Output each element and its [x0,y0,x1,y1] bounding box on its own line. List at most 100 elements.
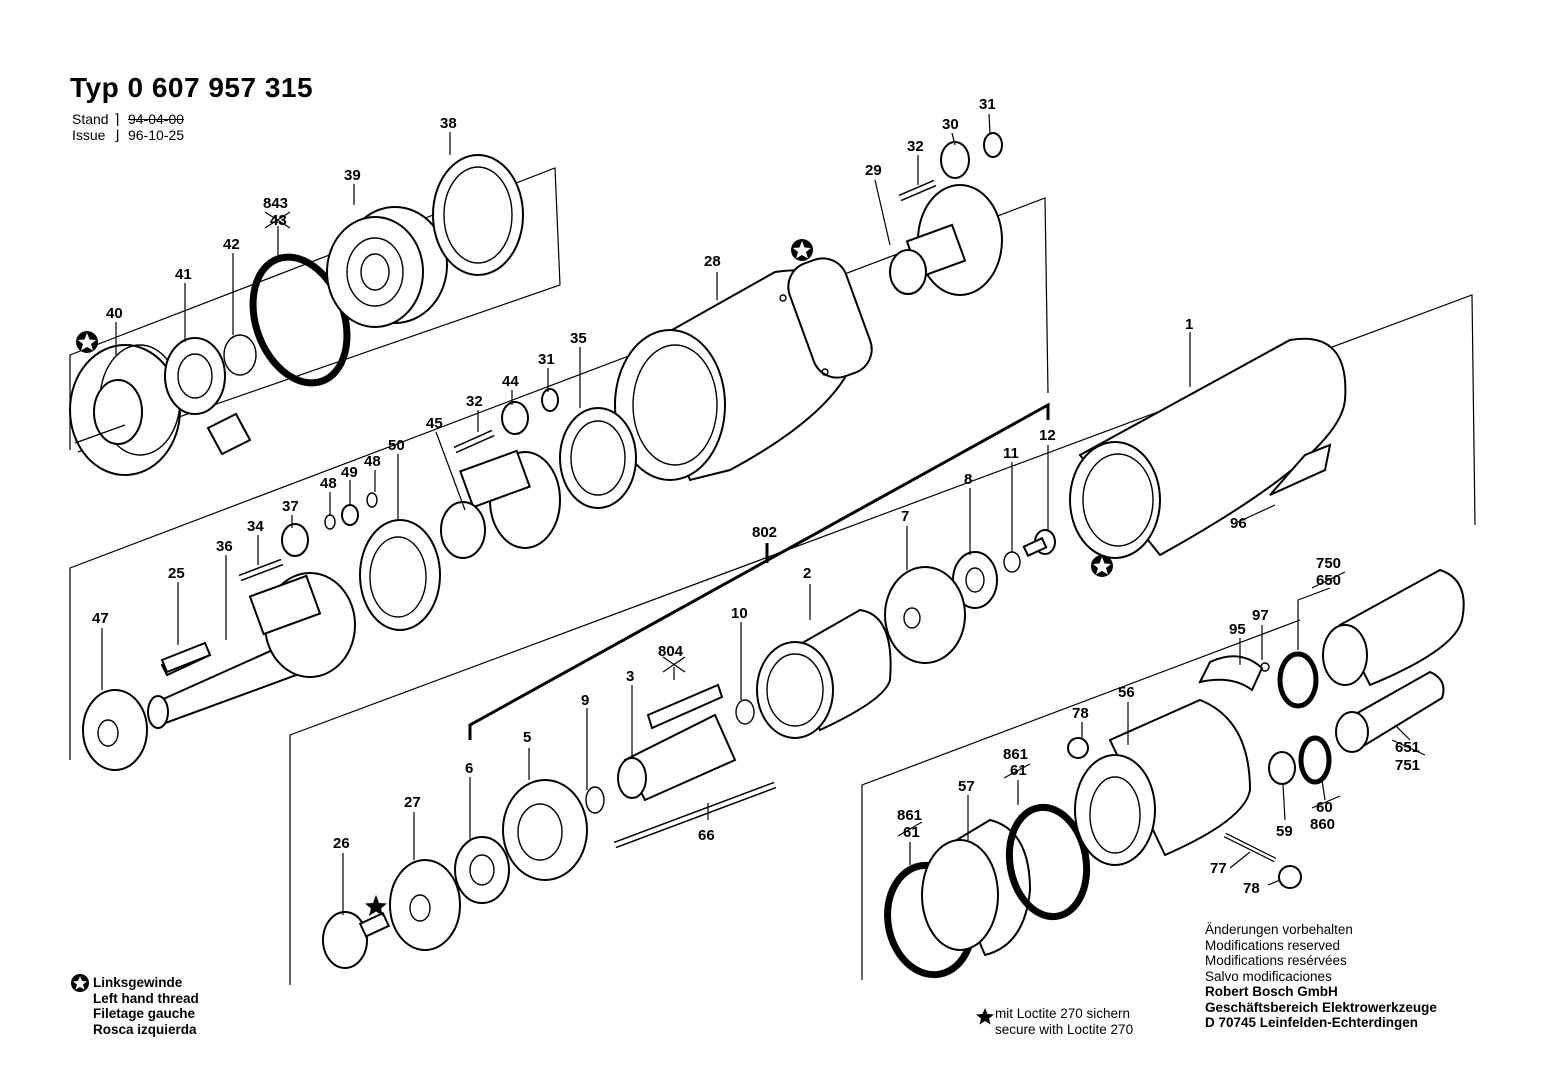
issue-label: Issue [72,127,106,143]
label-40: 40 [106,305,123,322]
company-division: Geschäftsbereich Elektrowerkzeuge [1205,999,1437,1015]
label-41: 41 [175,266,192,283]
label-11: 11 [1003,445,1019,462]
label-50: 50 [388,437,405,454]
left-thread-star-icon [1091,555,1113,577]
stand-label: Stand [72,111,109,127]
label-750: 750 [1316,555,1341,572]
legend-left-line2: Left hand thread [93,990,199,1006]
part-49-sleeve [341,504,359,526]
label-39: 39 [344,167,361,184]
label-6: 6 [465,760,473,777]
part-10-washer [735,699,755,725]
label-38: 38 [440,115,457,132]
bracket-802 [468,402,1050,740]
label-97: 97 [1252,607,1269,624]
label-42: 42 [223,236,240,253]
legend-loctite-line1: mit Loctite 270 sichern [995,1006,1131,1021]
label-66: 66 [698,827,715,844]
label-861a: 861 [897,807,922,824]
label-30: 30 [942,116,959,133]
part-44-gear [501,401,529,435]
notes-line3: Modifications resérvées [1205,953,1347,968]
part-40-nut [69,344,181,476]
part-32-pin [898,179,937,202]
frame-bottom-right [861,619,1301,980]
part-2-stator [756,608,892,739]
part-860-oring [1298,735,1332,785]
part-35-seal [559,407,637,509]
part-41-bearing [164,337,226,415]
part-6-bearing [454,836,510,904]
part-small-plate [206,412,252,456]
label-2: 2 [803,565,811,582]
label-37: 37 [282,498,299,515]
part-66-rod [613,781,777,849]
part-labels: 1 2 3 5 6 7 8 9 10 11 12 25 26 27 28 29 … [92,96,1420,897]
label-12: 12 [1039,427,1056,444]
part-9-washer [585,786,605,814]
part-47-washer [82,689,148,771]
label-29: 29 [865,162,882,179]
label-802: 802 [752,524,777,541]
loctite-star-icon [365,895,387,916]
left-thread-star-icon [76,331,98,353]
stand-date: 94-04-00 [128,111,185,127]
label-26: 26 [333,835,350,852]
label-861b: 861 [1003,746,1028,763]
label-751: 751 [1395,757,1420,774]
company-name: Robert Bosch GmbH [1205,984,1338,999]
part-3-rotor [617,713,737,802]
drawing-title: Typ 0 607 957 315 [70,72,314,103]
part-39-bearing [326,206,448,328]
label-27: 27 [404,794,421,811]
label-1: 1 [1185,316,1193,333]
part-804-blade [646,683,724,730]
part-95-label [1198,655,1264,692]
left-thread-star-icon [791,239,813,261]
label-31a: 31 [979,96,996,113]
label-31b: 31 [538,351,555,368]
frame-middle [69,197,1049,760]
part-31-sleeve-b [541,388,559,412]
label-77: 77 [1210,860,1227,877]
loctite-star-icon [976,1008,994,1025]
part-751-nipple [1335,670,1445,753]
left-thread-star-icon [71,974,89,992]
legend-left-line3: Filetage gauche [93,1006,196,1021]
label-36: 36 [216,538,233,555]
legend-loctite: mit Loctite 270 sichern secure with Loct… [995,1006,1133,1037]
part-750-oring [1277,651,1319,709]
part-11-washer [1003,551,1021,573]
part-59-filter [1268,751,1296,785]
label-25: 25 [168,565,185,582]
part-1-housing [1069,337,1347,559]
part-7-flange [884,566,966,664]
label-56: 56 [1118,684,1135,701]
notes-line2: Modifications reserved [1205,937,1341,953]
frame-bottom [289,294,1476,985]
part-27-washer [389,859,461,951]
label-61a-struck: 61 [903,824,920,841]
part-28-housing [614,257,873,482]
label-28: 28 [704,253,721,270]
legend-left-line4: Rosca izquierda [93,1021,197,1037]
part-97-plug [1260,662,1270,672]
part-38-seal [432,154,524,276]
part-861-oring-b [1005,803,1091,921]
label-60-struck: 60 [1316,799,1333,816]
label-3: 3 [626,668,634,685]
label-35: 35 [570,330,587,347]
part-carrier-2 [248,572,356,678]
strikethroughs [264,211,1426,837]
label-5: 5 [523,729,531,746]
part-48-washer-a [324,514,336,530]
part-50-seal [359,519,441,631]
legend-left-line1: Linksgewinde [93,975,183,990]
legend-loctite-line2: secure with Loctite 270 [995,1021,1134,1037]
label-45: 45 [426,415,443,432]
part-32-pin-b [453,429,495,454]
label-95: 95 [1229,621,1246,638]
part-45-carrier [440,449,561,559]
part-12-screw [1022,529,1056,558]
